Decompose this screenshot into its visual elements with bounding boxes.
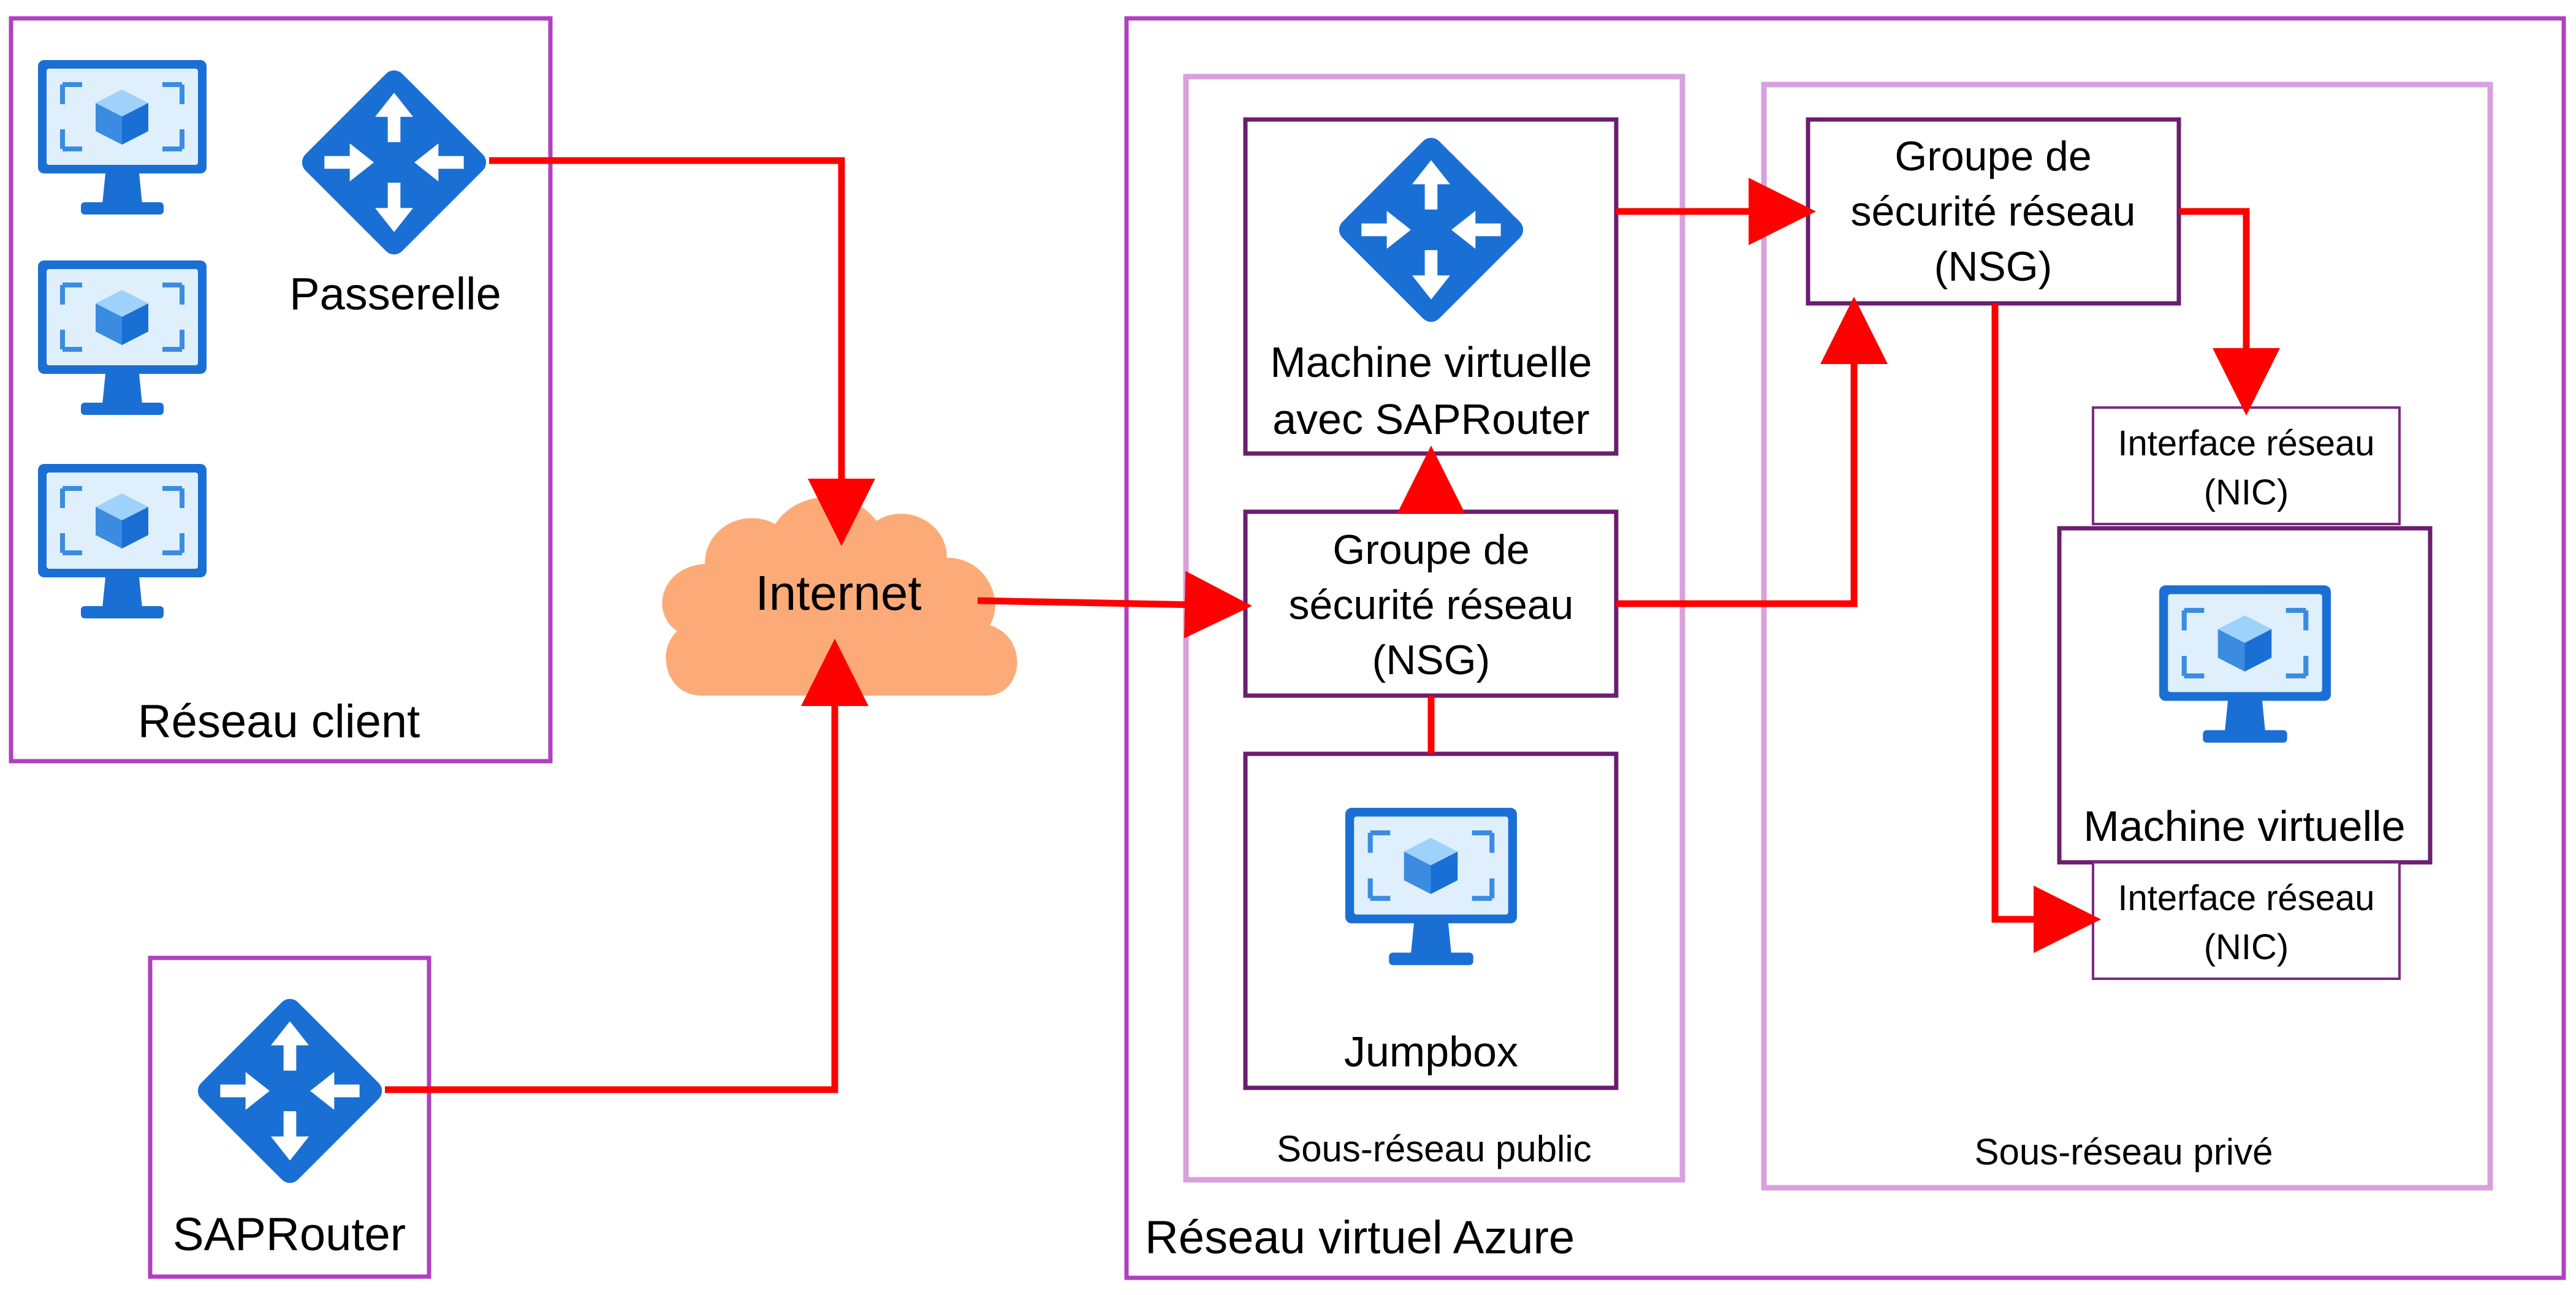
connector-internet-nsg	[977, 571, 1252, 639]
nic-bottom-line2: (NIC)	[2204, 927, 2289, 967]
connector-saprouter-internet	[385, 639, 868, 1093]
virtual-machine-icon	[38, 260, 207, 415]
nic-top-line2: (NIC)	[2204, 473, 2289, 512]
nsg-private-line3: (NSG)	[1934, 243, 2053, 290]
gateway-label: Passerelle	[289, 268, 501, 319]
nic-bottom-box	[2092, 861, 2401, 980]
cloud-icon	[662, 497, 1017, 696]
client-network: Passerelle Réseau client	[9, 16, 553, 764]
vm-private-label: Machine virtuelle	[2083, 802, 2405, 850]
public-subnet-label: Sous-réseau public	[1277, 1128, 1592, 1169]
router-icon	[195, 996, 385, 1186]
connector-nsg-public-private	[1616, 297, 1888, 607]
nsg-private-line2: sécurité réseau	[1851, 188, 2136, 235]
jumpbox-label: Jumpbox	[1344, 1028, 1518, 1076]
client-network-border	[9, 16, 553, 764]
client-network-label: Réseau client	[138, 696, 420, 748]
azure-vnet-border	[1124, 16, 2566, 1280]
saprouter-client-border	[148, 955, 431, 1279]
internet-cloud: Internet	[662, 497, 1017, 696]
nic-bottom-line1: Interface réseau	[2118, 878, 2374, 918]
nsg-public-line2: sécurité réseau	[1289, 582, 1574, 628]
nsg-private-line1: Groupe de	[1894, 133, 2091, 180]
azure-vnet-label: Réseau virtuel Azure	[1145, 1212, 1575, 1264]
connector-nsg-nic-top	[2179, 208, 2280, 416]
saprouter-label: SAPRouter	[173, 1209, 406, 1261]
router-icon	[299, 67, 489, 257]
saprouter-client: SAPRouter	[148, 955, 431, 1279]
nic-top-box	[2092, 406, 2401, 525]
private-subnet-label: Sous-réseau privé	[1975, 1131, 2273, 1172]
nsg-public-box	[1243, 509, 1619, 698]
vm-saprouter-line1: Machine virtuelle	[1270, 338, 1592, 386]
private-subnet: Sous-réseau privé Groupe de sécurité rés…	[1761, 82, 2493, 1191]
public-subnet: Sous-réseau public Machine virtuelle ave…	[1183, 74, 1685, 1183]
nsg-public-line1: Groupe de	[1332, 526, 1529, 573]
connector-gateway-internet	[489, 157, 875, 546]
connector-nsg-nic-bottom	[1991, 303, 2101, 953]
nsg-public-line3: (NSG)	[1372, 637, 1491, 683]
nic-top-line1: Interface réseau	[2118, 423, 2374, 463]
private-subnet-border	[1761, 82, 2493, 1191]
virtual-machine-icon	[38, 60, 207, 215]
vm-saprouter-line2: avec SAPRouter	[1272, 395, 1589, 443]
azure-vnet: Réseau virtuel Azure Sous-réseau public …	[1124, 16, 2566, 1280]
internet-label: Internet	[755, 566, 921, 620]
virtual-machine-icon	[38, 464, 207, 618]
connectors	[385, 157, 2280, 1093]
